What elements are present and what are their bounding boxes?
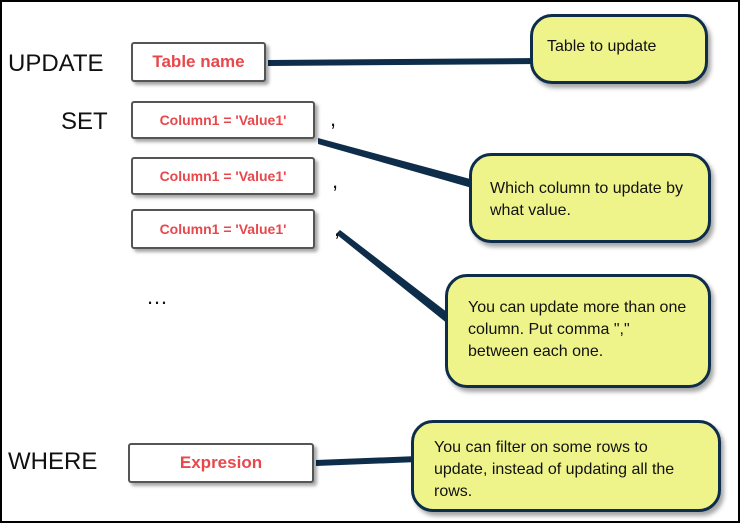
ellipsis: … (146, 284, 168, 309)
comma-separator-3: , (334, 216, 341, 241)
keyword-where: WHERE (8, 448, 98, 475)
callout-where-filter: You can filter on some rows to update, i… (411, 420, 721, 512)
connector-where (316, 456, 418, 466)
callout-update-multiple: You can update more than one column. Put… (445, 274, 711, 388)
set-clause-box-3: Column1 = 'Value1' (131, 209, 315, 249)
keyword-set: SET (61, 108, 108, 135)
connector-multiple (336, 230, 452, 324)
callout-which-column: Which column to update by what value. (469, 153, 711, 243)
connector-column (318, 138, 474, 188)
comma-separator-1: , (330, 106, 337, 131)
callout-table-to-update: Table to update (530, 14, 708, 84)
table-name-box: Table name (131, 42, 266, 82)
set-clause-box-2: Column1 = 'Value1' (131, 157, 315, 195)
keyword-update: UPDATE (8, 50, 104, 77)
comma-separator-2: , (332, 168, 339, 193)
connector-table (268, 58, 540, 66)
where-expression-box: Expresion (128, 443, 314, 483)
set-clause-box-1: Column1 = 'Value1' (131, 101, 315, 139)
